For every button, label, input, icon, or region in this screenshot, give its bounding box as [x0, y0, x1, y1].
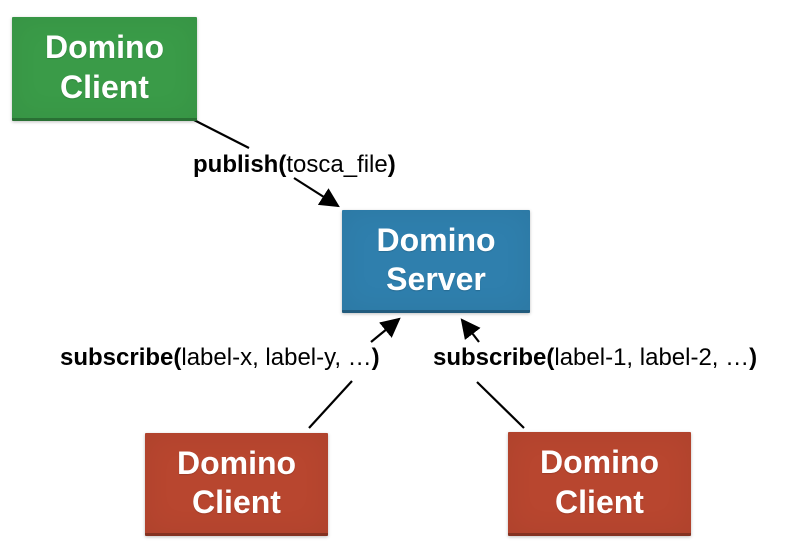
subscribe-left-label-args: label-x, label-y, … [181, 344, 372, 371]
subscribe-left-label-suffix: ) [371, 344, 380, 371]
publish-arrow-segment-lower [293, 177, 340, 208]
node-domino-server: Domino Server [342, 210, 530, 313]
subscribe-right-label-args: label-1, label-2, … [554, 344, 750, 371]
subscribe-right-label-suffix: ) [749, 344, 758, 371]
subscribe-right-edge-label: subscribe(label-1, label-2, …) [433, 344, 757, 372]
publish-label-prefix: publish( [193, 151, 287, 178]
publish-label-args: tosca_file [286, 151, 388, 178]
node-domino-client-publisher: Domino Client [12, 17, 197, 121]
subscribe-right-arrow-segment-lower [476, 381, 525, 429]
subscribe-right-arrow-segment-upper [460, 318, 481, 343]
publish-edge-label: publish(tosca_file) [193, 151, 396, 179]
publish-label-suffix: ) [387, 151, 396, 178]
subscribe-left-arrow-segment-upper [370, 317, 401, 343]
node-domino-client-subscriber-right: Domino Client [508, 432, 691, 536]
subscribe-left-label-prefix: subscribe( [60, 344, 182, 371]
subscribe-left-arrow-segment-lower [308, 380, 353, 429]
subscribe-right-label-prefix: subscribe( [433, 344, 555, 371]
node-domino-client-subscriber-left: Domino Client [145, 433, 328, 536]
subscribe-left-edge-label: subscribe(label-x, label-y, …) [60, 344, 380, 372]
publish-arrow-segment-upper [193, 119, 250, 149]
